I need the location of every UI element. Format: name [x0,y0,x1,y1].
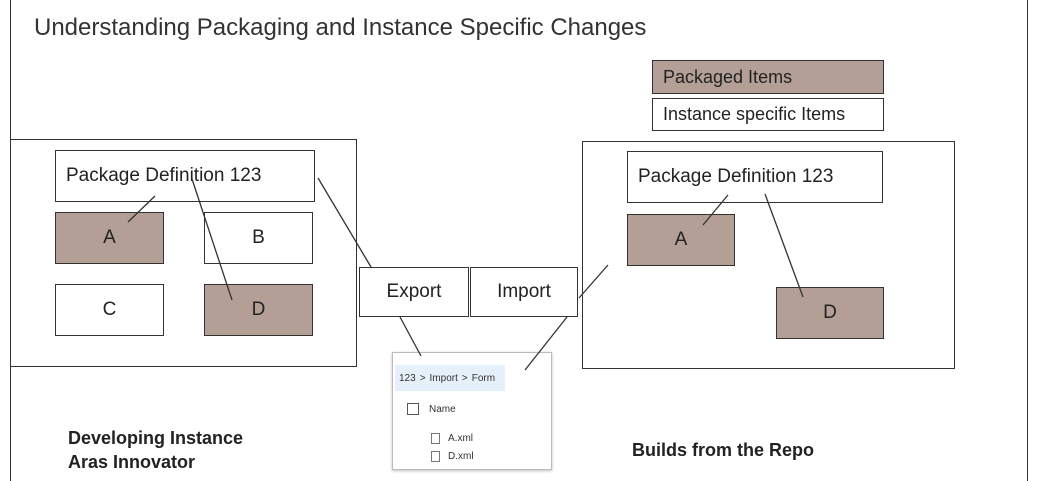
file-icon [431,451,440,462]
left-caption-line2: Aras Innovator [68,452,196,472]
right-package-definition: Package Definition 123 [627,151,883,203]
frame-right-border [1027,0,1028,481]
name-column-label: Name [429,403,456,415]
connector-pkgdef-to-export [317,177,372,268]
right-item-d: D [776,287,884,339]
export-box: Export [359,267,469,317]
legend-packaged-items: Packaged Items [652,60,884,94]
left-item-b: B [204,212,313,264]
breadcrumb-separator: > [461,372,468,384]
connector-import-to-repo [578,264,609,299]
connector-pkgdef-to-d-left [191,178,233,301]
connector-explorer-to-import [524,316,568,371]
file-row[interactable]: A.xml [431,433,473,444]
import-box: Import [470,267,578,317]
connector-pkgdef-to-a-left [127,195,156,223]
select-all-checkbox[interactable] [407,403,419,415]
left-package-definition: Package Definition 123 [55,150,315,202]
explorer-breadcrumb: 123 > Import > Form [395,365,506,391]
file-name: D.xml [448,451,474,462]
left-item-c: C [55,284,164,336]
file-icon [431,433,440,444]
legend-instance-specific-items: Instance specific Items [652,98,884,131]
connector-export-to-explorer [399,316,422,357]
right-caption: Builds from the Repo [632,440,815,460]
breadcrumb-item-123[interactable]: 123 [399,372,416,384]
file-name: A.xml [448,433,473,444]
right-item-a: A [627,214,735,266]
breadcrumb-separator: > [419,372,426,384]
connector-pkgdef-to-a-right [702,194,729,226]
left-item-d: D [204,284,313,336]
breadcrumb-item-import[interactable]: Import [429,372,458,384]
breadcrumb-item-form[interactable]: Form [471,372,496,384]
file-explorer-snippet: 123 > Import > Form Name A.xml D.xml [392,352,552,470]
explorer-column-header[interactable]: Name [407,403,456,415]
left-caption-line1: Developing Instance [68,428,244,448]
left-item-a: A [55,212,164,264]
connector-pkgdef-to-d-right [764,193,804,298]
page-title: Understanding Packaging and Instance Spe… [34,14,647,41]
file-row[interactable]: D.xml [431,451,474,462]
